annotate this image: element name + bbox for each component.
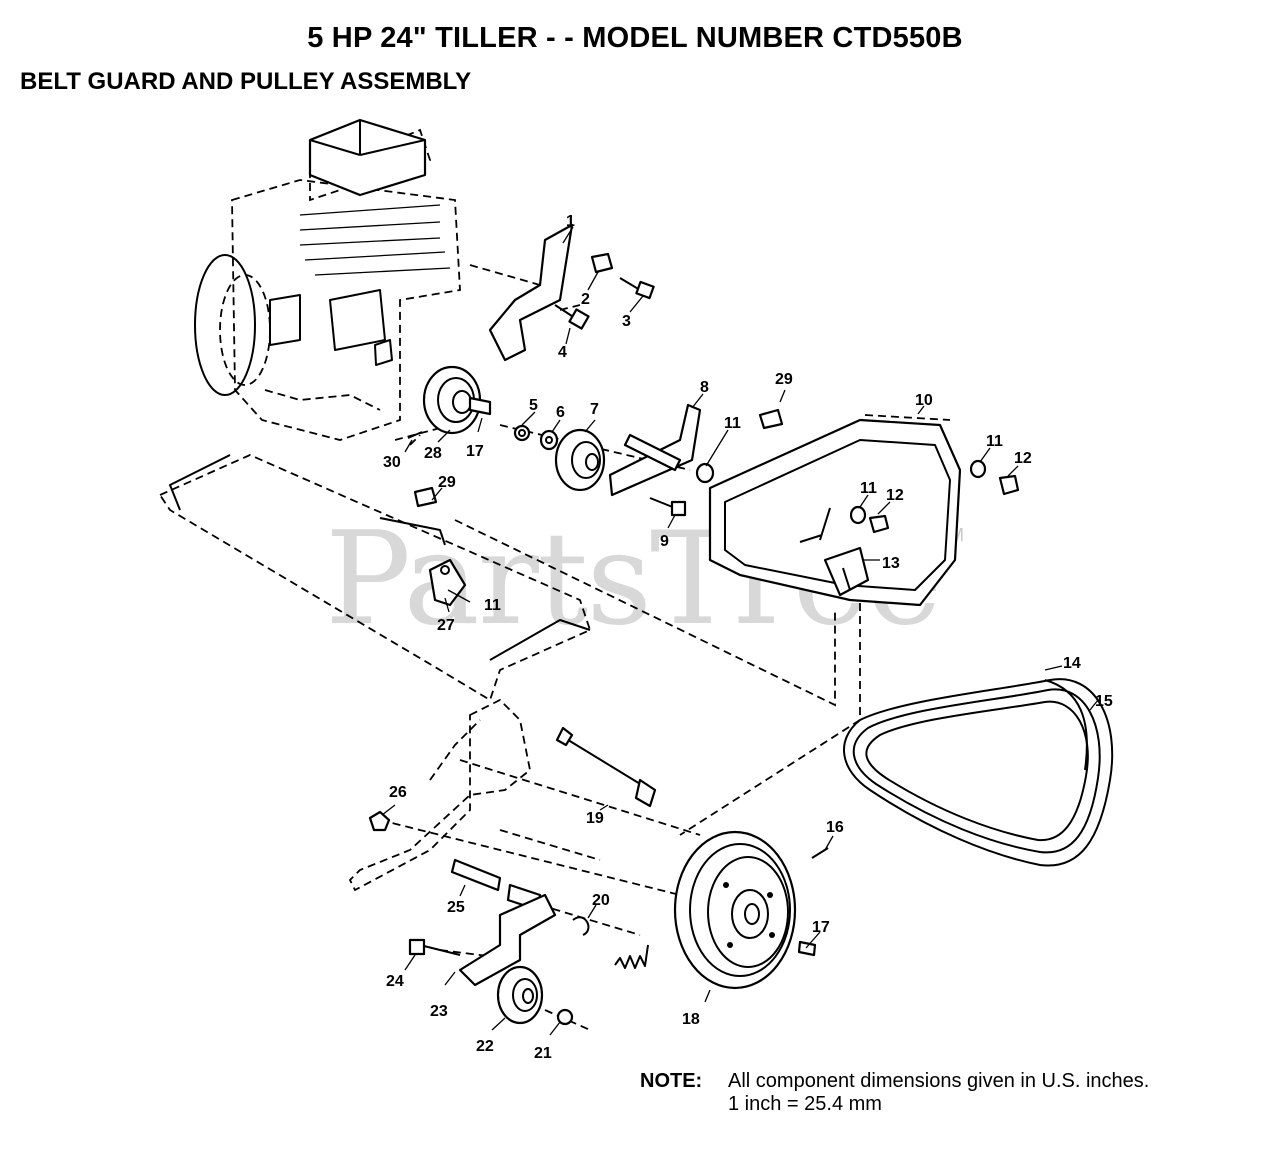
callout-14: 14	[1063, 655, 1081, 672]
callout-19: 19	[586, 810, 604, 827]
note-label: NOTE:	[640, 1070, 703, 1092]
callout-7: 7	[590, 401, 599, 418]
note-line-1: All component dimensions given in U.S. i…	[728, 1070, 1150, 1092]
callout-3: 3	[622, 313, 631, 330]
callout-23: 23	[430, 1003, 448, 1020]
callout-8: 8	[700, 379, 709, 396]
note-line-2: 1 inch = 25.4 mm	[728, 1093, 882, 1115]
callout-29-b: 29	[438, 474, 456, 491]
callout-12-a: 12	[1014, 450, 1032, 467]
callout-24: 24	[386, 973, 404, 990]
callout-11-b: 11	[986, 433, 1003, 450]
dimensions-note: NOTE: All component dimensions given in U…	[640, 1070, 1149, 1116]
callout-9: 9	[660, 533, 669, 550]
assembly-subtitle: BELT GUARD AND PULLEY ASSEMBLY	[20, 68, 472, 95]
callout-30: 30	[383, 454, 401, 471]
callout-5: 5	[529, 397, 538, 414]
callout-13: 13	[882, 555, 900, 572]
callout-25: 25	[447, 899, 465, 916]
callout-12-b: 12	[886, 487, 904, 504]
callout-18: 18	[682, 1011, 700, 1028]
callout-22: 22	[476, 1038, 494, 1055]
callout-26: 26	[389, 784, 407, 801]
callout-10: 10	[915, 392, 933, 409]
callout-2: 2	[581, 291, 590, 308]
callout-1: 1	[566, 213, 575, 230]
callout-27: 27	[437, 617, 455, 634]
callout-11-d: 11	[484, 597, 501, 614]
callout-21: 21	[534, 1045, 552, 1062]
callout-17-b: 17	[812, 919, 830, 936]
callout-11-c: 11	[860, 480, 877, 497]
callout-16: 16	[826, 819, 844, 836]
callout-17-a: 17	[466, 443, 484, 460]
callout-6: 6	[556, 404, 565, 421]
callout-15: 15	[1095, 693, 1113, 710]
engine	[194, 118, 461, 441]
callout-20: 20	[592, 892, 610, 909]
callout-28: 28	[424, 445, 442, 462]
callout-29-a: 29	[775, 371, 793, 388]
callout-4: 4	[558, 344, 567, 361]
callout-11-a: 11	[724, 415, 741, 432]
diagram-title: 5 HP 24" TILLER - - MODEL NUMBER CTD550B	[307, 22, 963, 54]
